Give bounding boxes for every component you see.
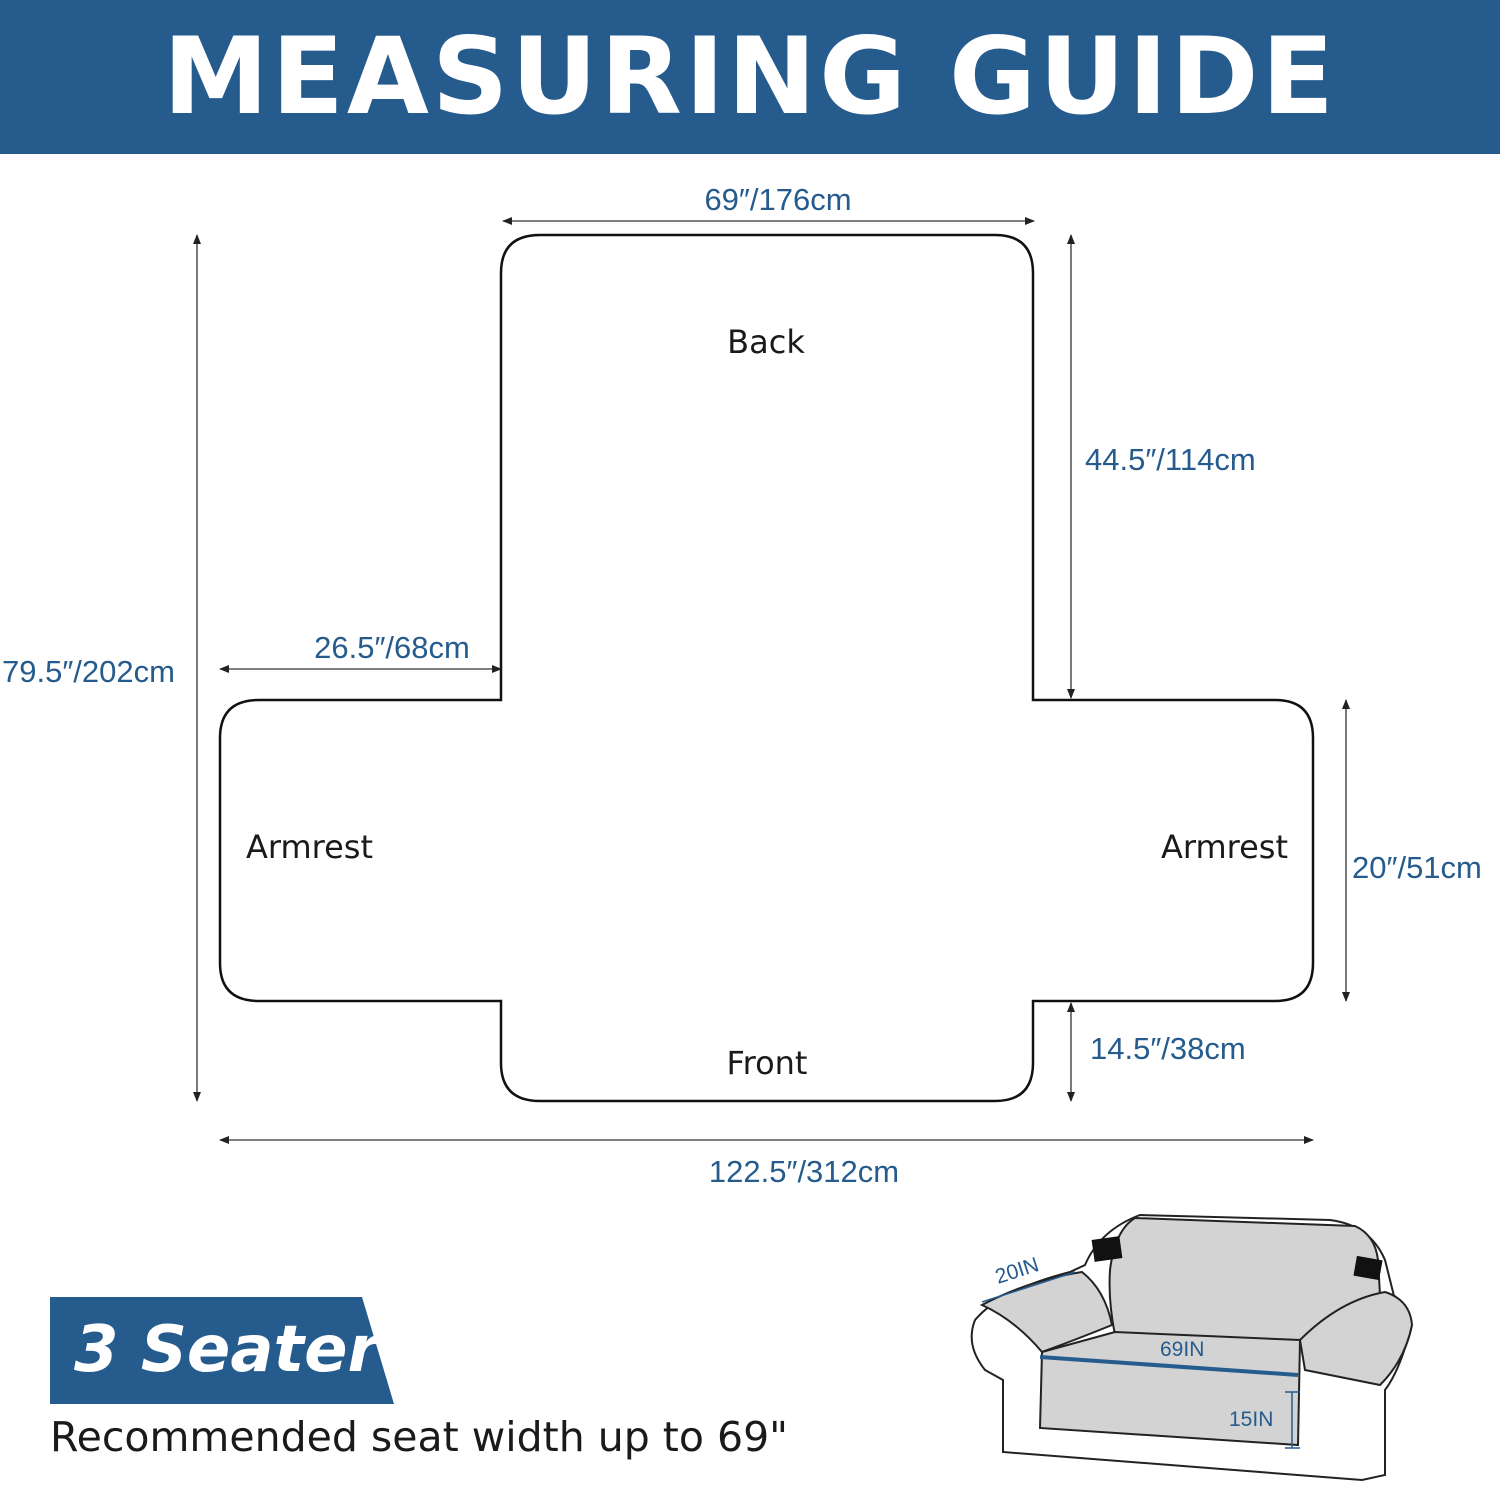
sofa-arm-measure [981,1271,1076,1303]
back-length-label: 44.5″/114cm [1085,442,1256,477]
sofa-seat-measure [1039,1355,1299,1377]
seater-badge-label: 3 Seater [74,1313,380,1387]
sofa-right-arm [1298,1290,1414,1387]
back-width-label: 69″/176cm [704,182,851,217]
seater-badge [50,1297,394,1404]
header-banner: MEASURING GUIDE [0,0,1500,154]
armrest-left-label: Armrest [246,828,373,866]
armrest-width-label: 26.5″/68cm [314,630,470,665]
sofa-seat-label: 69IN [1160,1338,1204,1361]
cover-outline [218,233,1315,1103]
front-label: Front [727,1044,808,1082]
front-length-label: 14.5″/38cm [1090,1031,1246,1066]
page-title: MEASURING GUIDE [163,15,1337,138]
sofa-strap-left [1091,1236,1123,1262]
armrest-right-label: Armrest [1161,828,1288,866]
armrest-length-label: 20″/51cm [1352,850,1482,885]
total-width-label: 122.5″/312cm [709,1154,899,1189]
sofa-front-label: 15IN [1229,1408,1273,1431]
back-label: Back [727,323,805,361]
recommended-width-text: Recommended seat width up to 69" [50,1413,789,1461]
total-length-label: 79.5″/202cm [2,654,175,689]
sofa-strap-right [1353,1255,1383,1281]
sofa-illustration: 20IN 69IN 15IN [970,1213,1414,1482]
